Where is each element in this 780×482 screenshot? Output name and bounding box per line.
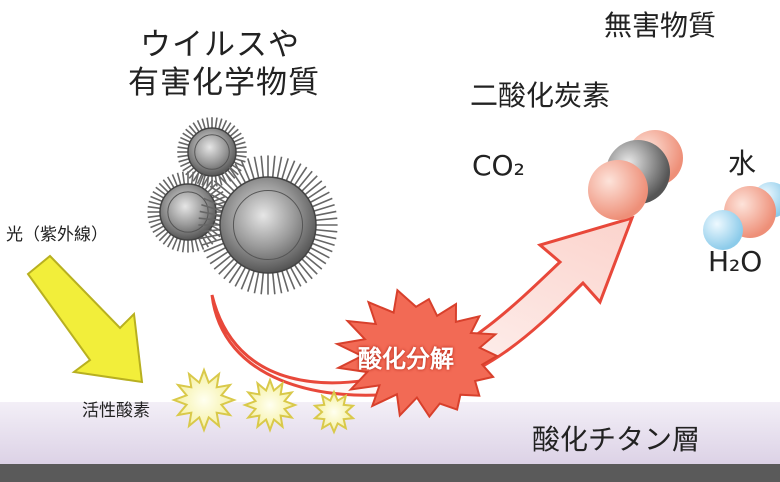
co2-molecule — [588, 130, 683, 220]
h2o-molecule — [703, 182, 780, 250]
titanium-layer-label: 酸化チタン層 — [532, 423, 701, 456]
active-oxygen-star — [312, 389, 356, 435]
uv-light-label: 光（紫外線） — [6, 225, 108, 245]
pollutants-label-line1: ウイルスや — [140, 27, 300, 63]
virus-large — [198, 155, 338, 295]
hydrogen-atom — [703, 210, 743, 250]
carbon-dioxide-label: 二酸化炭素 — [470, 79, 611, 112]
active-oxygen-star — [242, 377, 298, 433]
active-oxygen-label: 活性酸素 — [82, 401, 150, 421]
harmless-substances-label: 無害物質 — [604, 9, 717, 42]
active-oxygen-star — [171, 367, 237, 433]
oxygen-atom — [588, 160, 648, 220]
reaction-arrow — [210, 215, 635, 397]
decomposition-burst — [333, 288, 500, 419]
uv-light-arrow — [26, 254, 144, 384]
decomposition-label: 酸化分解 — [358, 345, 454, 373]
water-label: 水 — [728, 147, 757, 180]
titanium-layer-band — [0, 402, 780, 464]
co2-formula: CO₂ — [472, 149, 525, 182]
pollutants-label-line2: 有害化学物質 — [128, 65, 320, 101]
substrate — [0, 464, 780, 482]
virus-particles — [147, 117, 338, 295]
virus-medium — [147, 171, 229, 253]
h2o-formula: H₂O — [708, 245, 763, 278]
